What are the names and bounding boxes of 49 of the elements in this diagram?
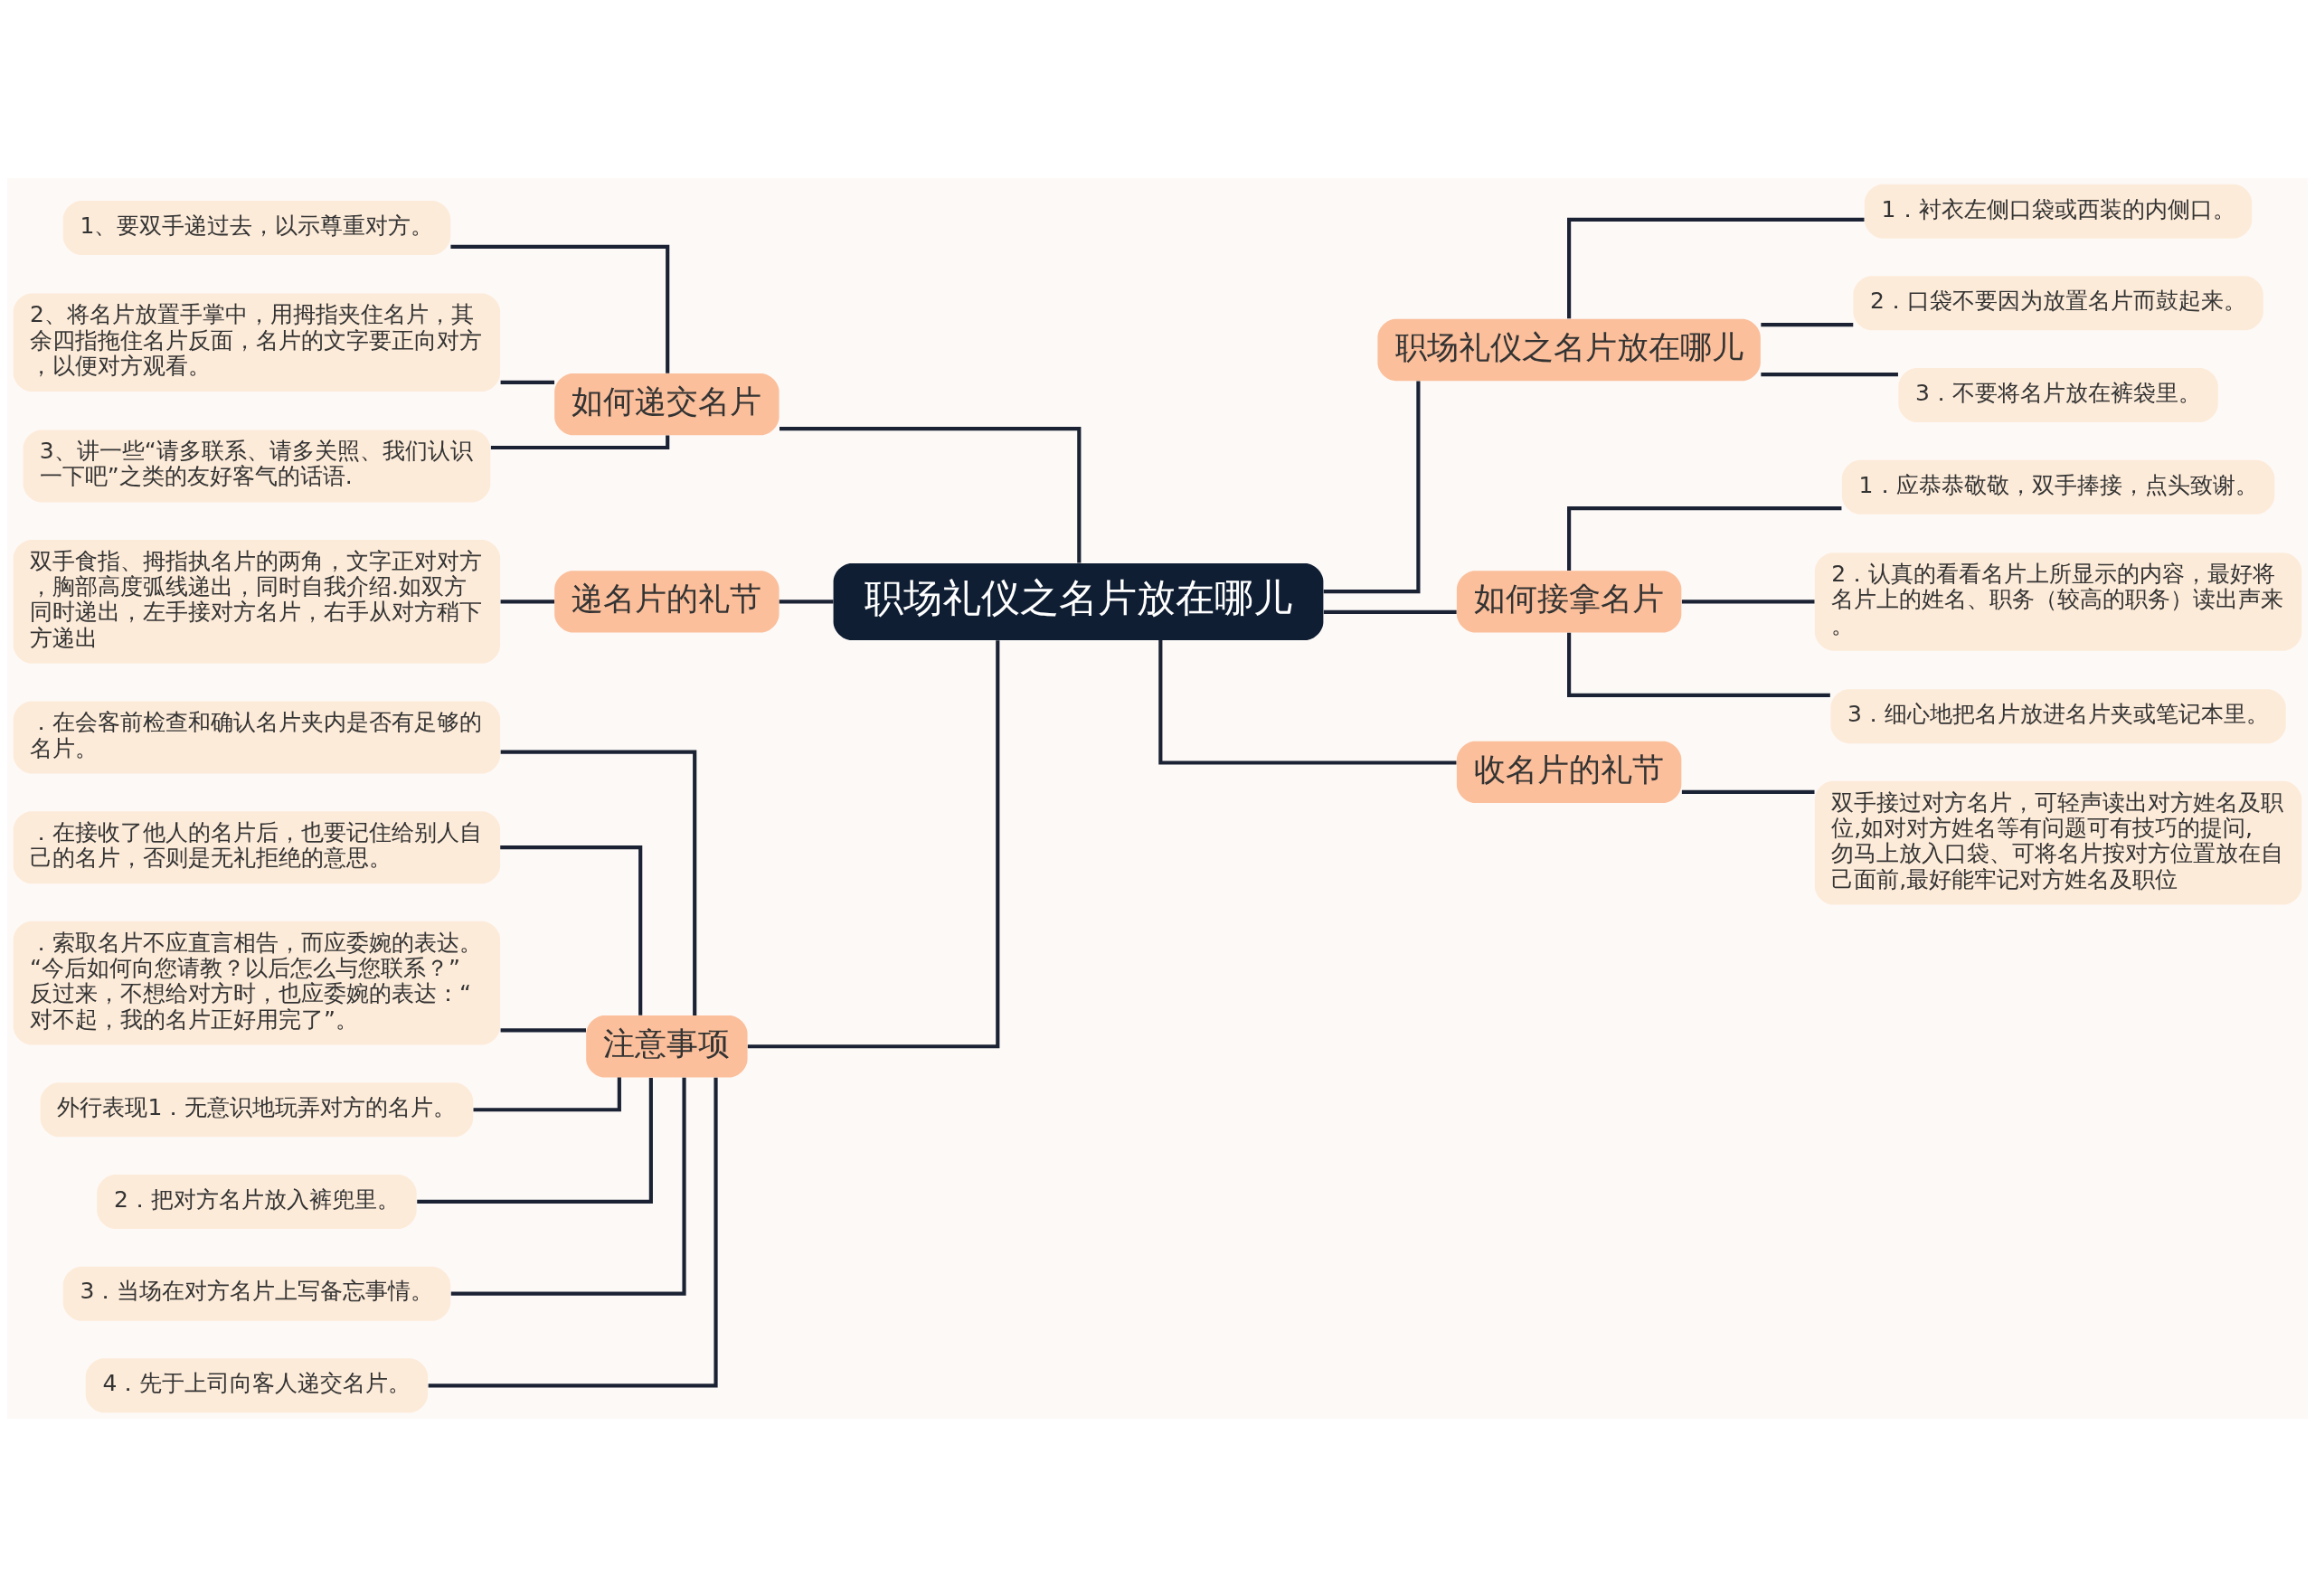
node-box: 1．衬衣左侧口袋或西装的内侧口。 [1864,184,2253,239]
node-box: 注意事项 [586,1015,748,1077]
node-box: 2．口袋不要因为放置名片而鼓起来。 [1853,275,2263,330]
node-box: ．在接收了他人的名片后，也要记住给别人自己的名片，否则是无礼拒绝的意思。 [13,810,501,883]
connector [1158,639,1457,765]
node-box: 职场礼仪之名片放在哪儿 [1377,318,1761,381]
node-box: 职场礼仪之名片放在哪儿 [833,562,1324,640]
connector [1567,505,1842,571]
connector [500,380,555,384]
node-box: 2．认真的看看名片上所显示的内容，最好将名片上的姓名、职务（较高的职务）读出声来。 [1814,552,2302,651]
node-box: 1、要双手递过去，以示尊重对方。 [62,200,451,255]
node-box: 3．当场在对方名片上写备忘事情。 [62,1266,451,1321]
node-box: 3．细心地把名片放进名片夹或笔记本里。 [1830,688,2286,743]
connector [428,1077,718,1387]
connector [450,244,670,373]
connector [1761,372,1898,376]
connector [1681,599,1815,604]
node-box: ．索取名片不应直言相告，而应委婉的表达。“今后如何向您请教？以后怎么与您联系？”反过来，不想给对方时，也应委婉的表达：“对不起，我的名片正好用完了”。 [13,921,501,1045]
connector [490,434,670,449]
node-box: 如何接拿名片 [1456,570,1682,633]
node-box: 4．先于上司向客人递交名片。 [85,1357,429,1412]
connector [1761,322,1854,326]
connector [1323,609,1457,614]
connector [1323,380,1421,593]
node-box: 如何递交名片 [554,373,780,435]
connector [500,845,643,1015]
connector [747,639,1000,1048]
node-box: 收名片的礼节 [1456,741,1682,803]
node-box: 外行表现1．无意识地玩弄对方的名片。 [40,1081,474,1137]
connector [779,599,834,604]
node-box: 双手食指、拇指执名片的两角，文字正对对方，胸部高度弧线递出，同时自我介绍.如双方同时递出，左手接对方名片，右手从对方稍下方递出 [13,539,501,664]
connector [500,1027,586,1032]
connector [473,1076,621,1111]
connector [1567,632,1830,697]
node-box: 3、讲一些“请多联系、请多关照、我们认识一下吧”之类的友好客气的话语. [23,429,491,502]
node-box: ．在会客前检查和确认名片夹内是否有足够的名片。 [13,700,501,773]
connector [417,1077,653,1204]
node-box: 1．应恭恭敬敬，双手捧接，点头致谢。 [1841,459,2275,515]
connector [779,426,1082,562]
node-box: 2．把对方名片放入裤兜里。 [97,1174,417,1229]
connector [450,1077,686,1296]
node-box: 双手接过对方名片，可轻声读出对方姓名及职位,如对对方姓名等有问题可有技巧的提问,勿马上放入口袋、可将名片按对方位置放在自己面前,最好能牢记对方姓名及职位 [1814,780,2302,905]
connector [500,599,555,604]
node-box: 3．不要将名片放在裤袋里。 [1898,367,2218,422]
connector [1681,789,1815,794]
node-box: 递名片的礼节 [554,570,780,633]
connector [500,750,697,1015]
node-box: 2、将名片放置手掌中，用拇指夹住名片，其余四指拖住名片反面，名片的文字要正向对方，以便对方观看。 [13,293,501,392]
connector [1567,217,1865,318]
